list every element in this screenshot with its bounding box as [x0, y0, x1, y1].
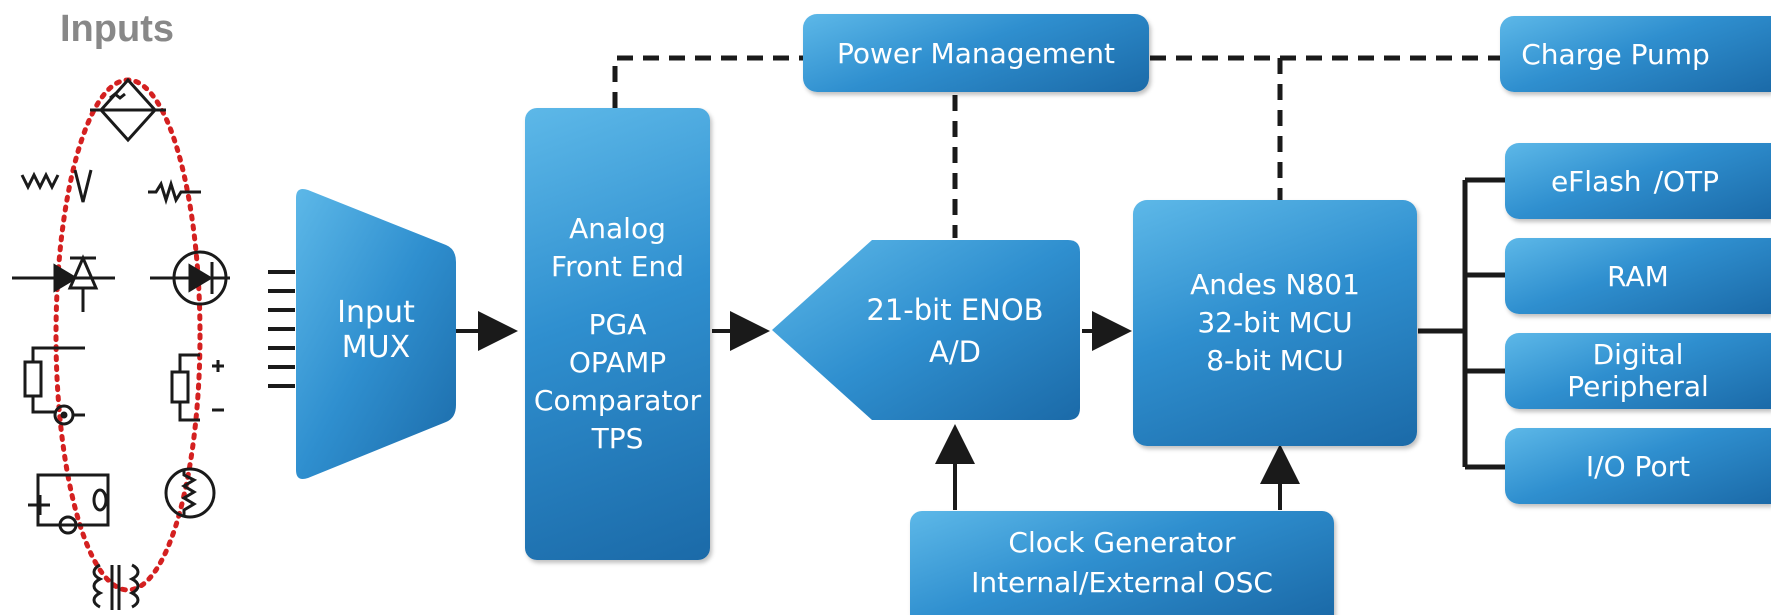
clock-generator-line1: Clock Generator: [1008, 526, 1236, 559]
ram-block: RAM: [1505, 238, 1771, 314]
power-management-label: Power Management: [836, 36, 1115, 70]
adc-block: 21-bit ENOB A/D: [830, 285, 1080, 377]
input-mux-shape: [296, 189, 456, 479]
sensor-symbols: [12, 77, 230, 610]
afe-feature-pga: PGA: [588, 308, 647, 341]
io-port-block: I/O Port: [1505, 428, 1771, 504]
afe-feature-comparator: Comparator: [533, 384, 702, 417]
charge-pump-block: Charge Pump: [1500, 16, 1771, 92]
peripheral-bus: [1418, 177, 1505, 470]
power-management-block: Power Management: [803, 14, 1149, 92]
mcu-label-line2: 32-bit MCU: [1197, 306, 1353, 339]
input-mux-label-line1: Input: [337, 295, 415, 330]
afe-title-line2: Front End: [551, 250, 684, 283]
eflash-otp-block: eFlash /OTP: [1505, 143, 1771, 219]
input-lines: [268, 270, 295, 388]
inputs-title: Inputs: [60, 8, 174, 50]
digital-peripheral-line2: Peripheral: [1567, 370, 1709, 403]
digital-peripheral-line1: Digital: [1592, 338, 1684, 371]
ram-label: RAM: [1607, 259, 1669, 293]
digital-peripheral-block: Digital Peripheral: [1505, 333, 1771, 409]
afe-feature-tps: TPS: [591, 422, 644, 455]
adc-label-line2: A/D: [929, 335, 981, 369]
mcu-label-line3: 8-bit MCU: [1206, 344, 1344, 377]
clock-generator-line2: Internal/External OSC: [971, 566, 1273, 599]
input-mux: Input MUX: [296, 270, 456, 390]
afe-title-line1: Analog: [569, 212, 666, 245]
input-mux-label-line2: MUX: [341, 330, 411, 365]
signal-arrows: [455, 311, 1300, 510]
adc-label-line1: 21-bit ENOB: [866, 293, 1044, 327]
eflash-label: eFlash: [1550, 164, 1642, 198]
charge-pump-label: Charge Pump: [1521, 37, 1710, 71]
adc-shape: [772, 240, 1080, 420]
mcu-label-line1: Andes N801: [1190, 268, 1360, 301]
otp-label: /OTP: [1653, 164, 1720, 198]
clock-generator-block: Clock Generator Internal/External OSC: [910, 511, 1334, 615]
afe-feature-opamp: OPAMP: [568, 346, 667, 379]
io-port-label: I/O Port: [1585, 449, 1691, 483]
mcu-block: Andes N801 32-bit MCU 8-bit MCU: [1133, 200, 1417, 446]
analog-front-end-block: Analog Front End PGA OPAMP Comparator TP…: [525, 108, 710, 560]
power-dashed-lines: [612, 55, 1500, 238]
